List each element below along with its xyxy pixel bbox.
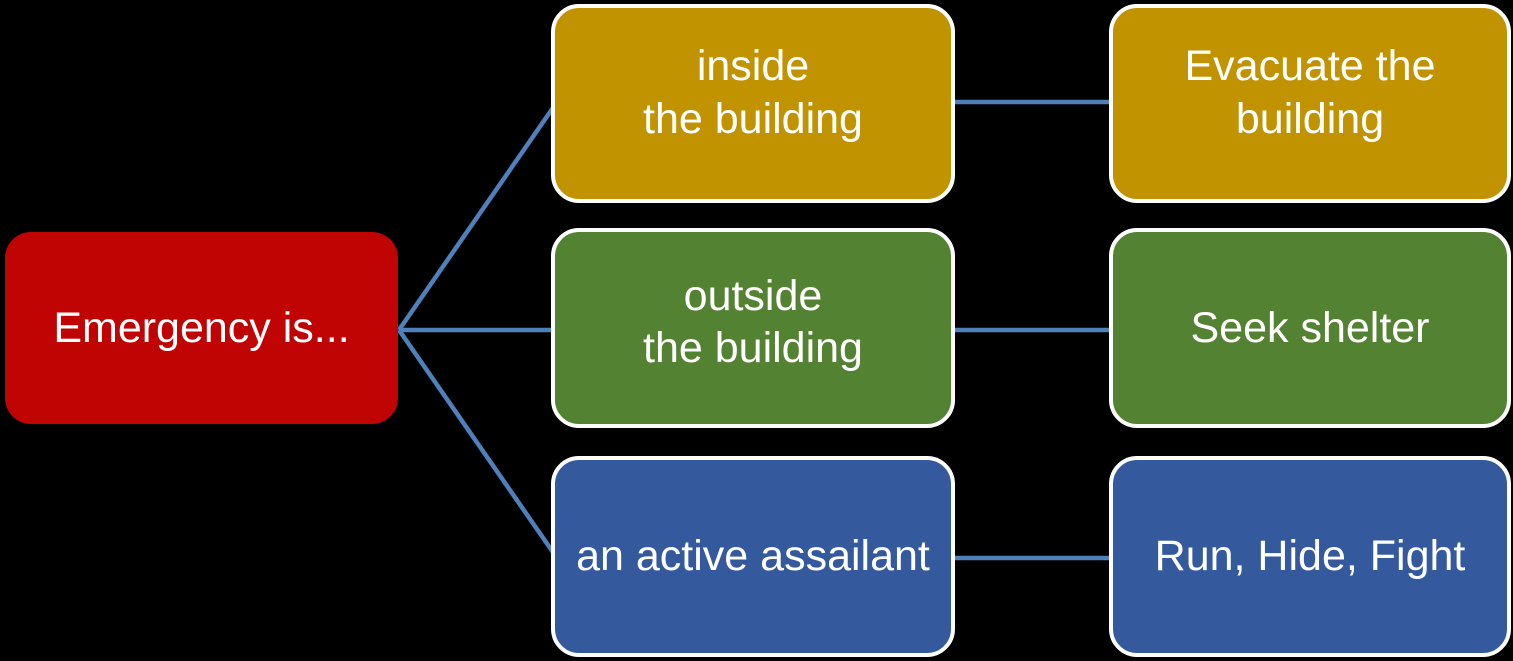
condition-node-outside: outside the building	[551, 228, 955, 428]
action-node-evacuate: Evacuate the building	[1109, 4, 1511, 203]
connector-line-root-to-inside	[397, 100, 559, 332]
root-node-emergency: Emergency is...	[5, 232, 398, 424]
root-node-label: Emergency is...	[53, 303, 350, 352]
condition-node-inside: inside the building	[551, 4, 955, 203]
action-node-seek-shelter-label: Seek shelter	[1190, 303, 1430, 352]
action-node-evacuate-label: Evacuate the building	[1184, 42, 1436, 143]
action-node-run-hide-fight-label: Run, Hide, Fight	[1154, 532, 1466, 581]
action-node-run-hide-fight: Run, Hide, Fight	[1109, 456, 1511, 657]
condition-node-inside-label: inside the building	[643, 42, 863, 143]
connector-line-root-to-assailant	[397, 328, 559, 560]
action-node-seek-shelter: Seek shelter	[1109, 228, 1511, 428]
condition-node-outside-label: outside the building	[643, 271, 863, 372]
condition-node-assailant-label: an active assailant	[576, 532, 930, 581]
condition-node-assailant: an active assailant	[551, 456, 955, 657]
